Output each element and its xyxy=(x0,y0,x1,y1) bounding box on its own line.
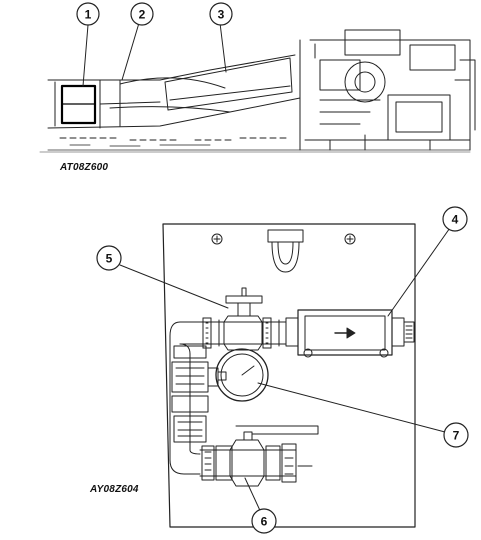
leader-line-2 xyxy=(121,22,140,81)
callout-1: 1 xyxy=(76,2,100,26)
callout-3-number: 3 xyxy=(218,8,225,22)
callout-1-number: 1 xyxy=(85,8,92,22)
callout-2-number: 2 xyxy=(139,8,146,22)
callout-4: 4 xyxy=(442,206,468,232)
callout-3: 3 xyxy=(209,2,233,26)
ball-valve-upper xyxy=(179,287,287,351)
leader-line-1 xyxy=(82,24,89,87)
figure-caption-bottom: AY08Z604 xyxy=(90,484,139,495)
callout-7: 7 xyxy=(443,422,469,448)
lifting-eye xyxy=(267,229,304,273)
ball-valve-lower xyxy=(199,425,319,487)
leader-line-7 xyxy=(257,382,446,433)
leader-line-5 xyxy=(119,264,229,309)
mounting-plate xyxy=(162,223,416,528)
callout-4-number: 4 xyxy=(452,213,459,227)
flow-meter xyxy=(285,309,415,358)
callouts: 1 2 3 4 5 6 7 xyxy=(76,2,469,534)
figure-caption-top: AT08Z600 xyxy=(60,162,109,173)
leader-line-3 xyxy=(219,22,227,73)
callout-5: 5 xyxy=(96,245,122,271)
callout-5-number: 5 xyxy=(106,252,113,266)
vertical-piping xyxy=(169,321,219,475)
vehicle-side-view xyxy=(39,29,476,153)
leader-line-4 xyxy=(387,224,453,317)
callout-6-number: 6 xyxy=(261,515,268,529)
mounting-holes xyxy=(211,233,356,245)
callout-2: 2 xyxy=(130,2,154,26)
pressure-gauge xyxy=(215,348,269,402)
callout-7-number: 7 xyxy=(453,429,460,443)
callout-6: 6 xyxy=(251,508,277,534)
